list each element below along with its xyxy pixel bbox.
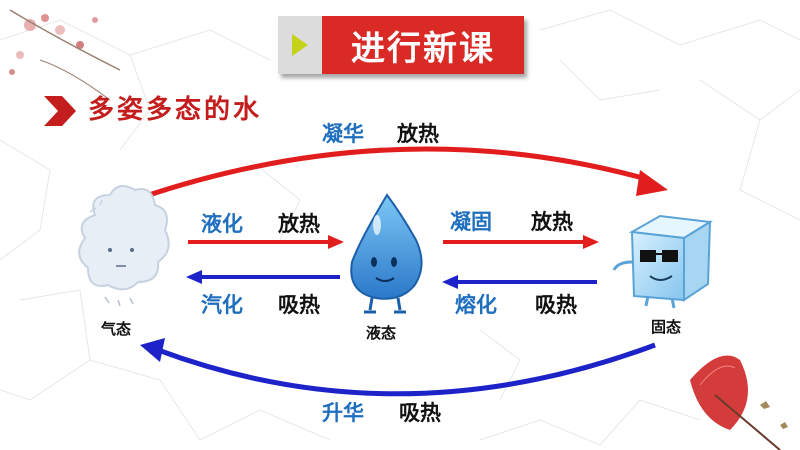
header-banner: 进行新课 (278, 16, 524, 74)
label-melting-name: 熔化 (455, 293, 497, 317)
label-vaporization-heat: 吸热 (278, 293, 320, 317)
water-drop-icon (350, 193, 423, 314)
label-deposition-name: 凝华 (322, 122, 364, 146)
state-solid-label: 固态 (651, 318, 682, 336)
state-gas-label: 气态 (101, 320, 132, 338)
arrow-gas-to-solid (139, 146, 668, 201)
arrow-liquid-to-gas (186, 270, 340, 284)
flower-decoration (9, 9, 121, 101)
label-condensation-name: 液化 (201, 212, 243, 236)
umbrella-decoration (690, 355, 788, 450)
banner-title: 进行新课 (351, 28, 495, 69)
label-deposition-heat: 放热 (397, 122, 439, 146)
section-title: 多姿多态的水 (88, 95, 263, 125)
cloud-icon (78, 185, 170, 307)
arrow-solid-to-gas (140, 338, 656, 397)
state-liquid-label: 液态 (366, 324, 397, 342)
chevron-right-icon (44, 96, 76, 126)
label-sublimation-name: 升华 (322, 401, 364, 425)
banner-tab (278, 16, 322, 74)
arrow-gas-to-liquid (188, 235, 344, 249)
ice-cube-icon (612, 214, 713, 309)
arrow-solid-to-liquid (442, 275, 597, 289)
label-vaporization-name: 汽化 (201, 293, 243, 317)
label-freezing-heat: 放热 (531, 210, 573, 234)
arrow-liquid-to-solid (443, 235, 599, 249)
play-triangle-icon (292, 34, 308, 56)
label-sublimation-heat: 吸热 (399, 401, 441, 425)
label-freezing-name: 凝固 (450, 210, 492, 234)
label-condensation-heat: 放热 (278, 212, 320, 236)
label-melting-heat: 吸热 (535, 293, 577, 317)
